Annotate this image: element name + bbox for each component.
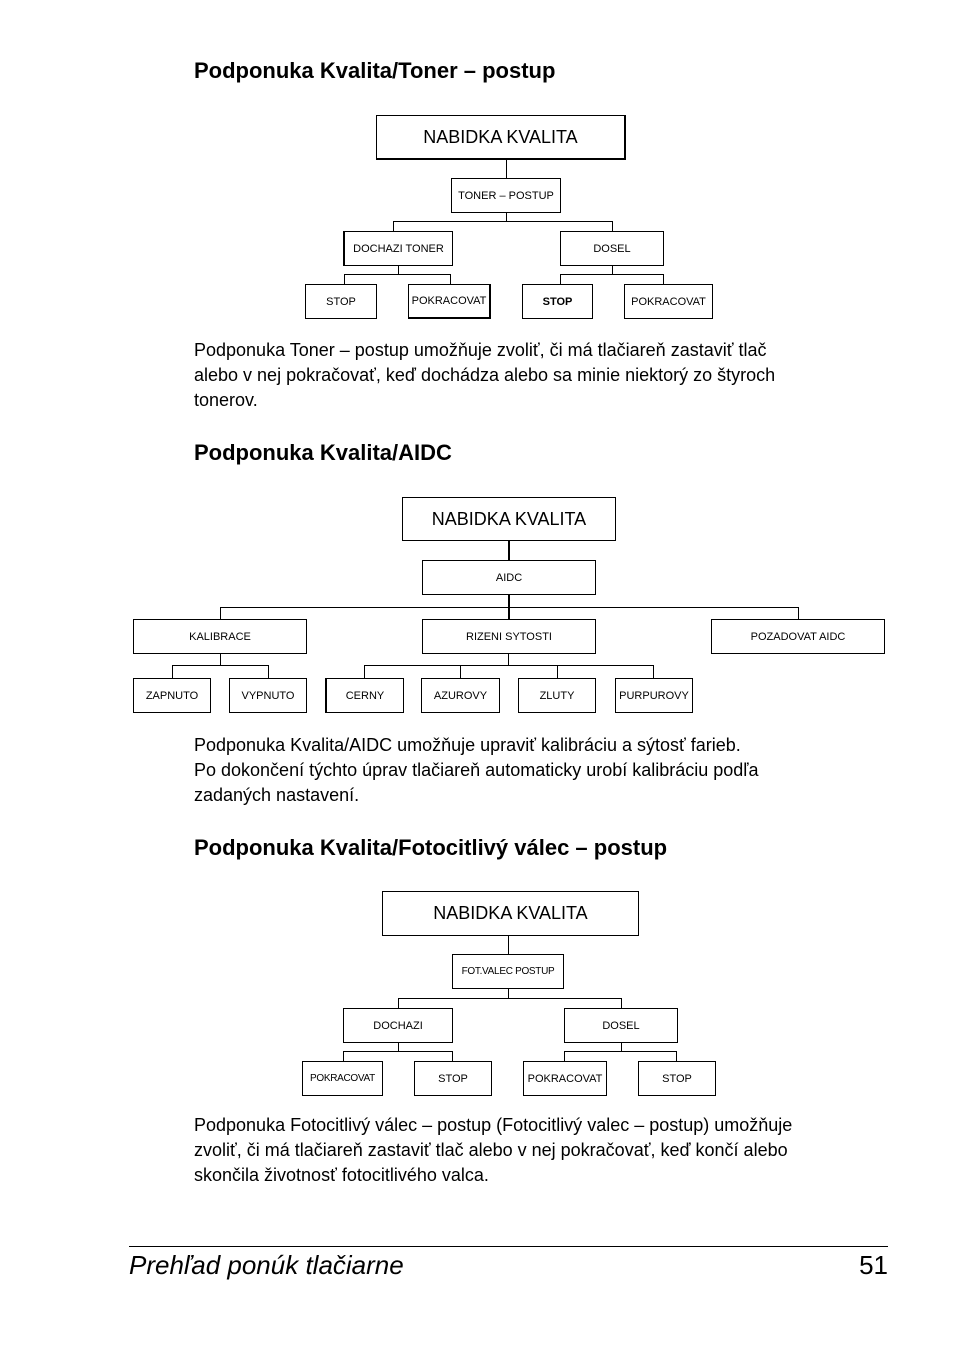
node-vypnuto: VYPNUTO [229, 678, 307, 713]
connector [393, 221, 613, 222]
node-nabidka-kvalita: NABIDKA KVALITA [402, 497, 616, 541]
connector [508, 936, 509, 954]
paragraph-line: zadaných nastavení. [194, 785, 360, 805]
connector [663, 274, 664, 284]
connector [653, 665, 654, 678]
node-dochazi: DOCHAZI [343, 1008, 453, 1043]
node-dosel: DOSEL [560, 231, 664, 266]
connector [508, 541, 510, 560]
connector [508, 607, 510, 619]
connector [508, 654, 509, 665]
node-kalibrace: KALIBRACE [133, 619, 307, 654]
connector [398, 998, 622, 999]
footer-divider [129, 1246, 888, 1247]
connector [220, 607, 221, 619]
connector [268, 665, 269, 678]
node-dochazi-toner: DOCHAZI TONER [343, 231, 453, 266]
node-purpurovy: PURPUROVY [615, 678, 693, 713]
node-aidc: AIDC [422, 560, 596, 595]
section-heading-toner: Podponuka Kvalita/Toner – postup [194, 58, 556, 83]
connector [398, 998, 399, 1008]
connector [344, 274, 345, 284]
node-zapnuto: ZAPNUTO [133, 678, 211, 713]
node-stop: STOP [414, 1061, 492, 1096]
node-pokracovat: POKRACOVAT [302, 1061, 383, 1096]
paragraph-line: zvoliť, či má tlačiareň zastaviť tlač al… [194, 1140, 788, 1160]
connector [560, 274, 561, 284]
connector [621, 998, 622, 1008]
connector [398, 1043, 399, 1051]
node-fot-valec-postup: FOT.VALEC POSTUP [452, 954, 564, 989]
section-paragraph-aidc: Podponuka Kvalita/AIDC umožňuje upraviť … [194, 733, 884, 808]
node-stop: STOP [522, 284, 593, 319]
connector [506, 160, 507, 178]
connector [343, 1051, 453, 1052]
paragraph-line: tonerov. [194, 390, 258, 410]
connector [612, 221, 613, 231]
connector [450, 274, 451, 284]
connector [506, 213, 507, 221]
connector [612, 266, 613, 274]
section-paragraph-fotocitlivy-valec: Podponuka Fotocitlivý válec – postup (Fo… [194, 1113, 884, 1188]
node-pokracovat: POKRACOVAT [624, 284, 713, 319]
node-cerny: CERNY [325, 678, 404, 713]
paragraph-line: Po dokončení týchto úprav tlačiareň auto… [194, 760, 759, 780]
connector [364, 665, 654, 666]
connector [172, 665, 173, 678]
section-heading-fotocitlivy-valec: Podponuka Kvalita/Fotocitlivý válec – po… [194, 835, 668, 860]
page-number: 51 [859, 1250, 888, 1280]
connector [172, 665, 269, 666]
connector [621, 1043, 622, 1051]
paragraph-line: Podponuka Kvalita/AIDC umožňuje upraviť … [194, 735, 741, 755]
node-zluty: ZLUTY [518, 678, 596, 713]
node-stop: STOP [638, 1061, 716, 1096]
node-toner-postup: TONER – POSTUP [451, 178, 561, 213]
connector [564, 1051, 677, 1052]
paragraph-line: skončila životnosť fotocitlivého valca. [194, 1165, 489, 1185]
connector [343, 1051, 344, 1061]
node-pokracovat: POKRACOVAT [523, 1061, 607, 1096]
connector [460, 665, 461, 678]
node-rizeni-sytosti: RIZENI SYTOSTI [422, 619, 596, 654]
connector [508, 595, 510, 607]
node-dosel: DOSEL [564, 1008, 678, 1043]
section-heading-aidc: Podponuka Kvalita/AIDC [194, 440, 452, 465]
node-pokracovat: POKRACOVAT [408, 284, 491, 319]
footer-title: Prehľad ponúk tlačiarne [129, 1250, 404, 1280]
node-nabidka-kvalita: NABIDKA KVALITA [376, 115, 626, 160]
paragraph-line: alebo v nej pokračovať, keď dochádza ale… [194, 365, 776, 385]
section-paragraph-toner: Podponuka Toner – postup umožňuje zvoliť… [194, 338, 884, 413]
paragraph-line: Podponuka Fotocitlivý válec – postup (Fo… [194, 1115, 793, 1135]
connector [364, 665, 365, 678]
connector [564, 1051, 565, 1061]
connector [452, 1051, 453, 1061]
connector [508, 989, 509, 998]
node-pozadovat-aidc: POZADOVAT AIDC [711, 619, 885, 654]
connector [676, 1051, 677, 1061]
paragraph-line: Podponuka Toner – postup umožňuje zvoliť… [194, 340, 767, 360]
connector [393, 221, 394, 231]
node-stop: STOP [305, 284, 377, 319]
connector [344, 274, 451, 275]
connector [560, 274, 664, 275]
connector [557, 665, 558, 678]
connector [398, 266, 399, 274]
connector [798, 607, 799, 619]
node-azurovy: AZUROVY [421, 678, 500, 713]
node-nabidka-kvalita: NABIDKA KVALITA [382, 891, 639, 936]
connector [220, 654, 221, 665]
